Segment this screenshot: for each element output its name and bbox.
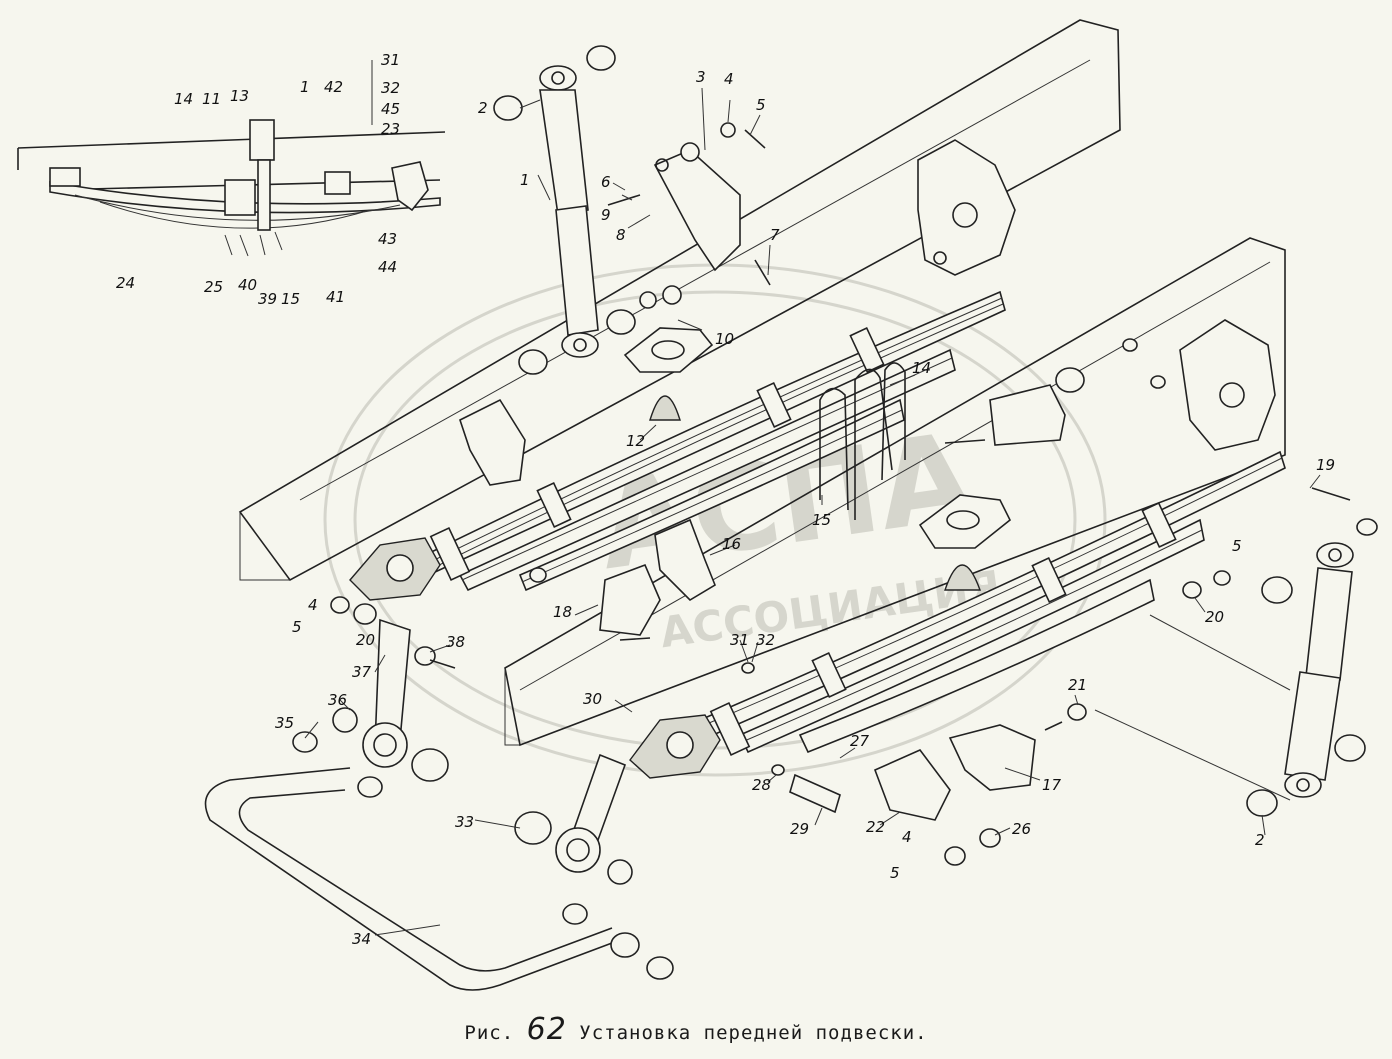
inset-callout-41: 41 bbox=[326, 288, 345, 306]
callout-1: 1 bbox=[520, 171, 530, 189]
leaf-spring-right bbox=[699, 450, 1286, 757]
callout-8: 8 bbox=[616, 226, 626, 244]
shock-bracket-upper bbox=[607, 122, 771, 286]
callout-5-left: 5 bbox=[292, 618, 302, 636]
front-spring-brackets bbox=[349, 398, 721, 779]
inset-callout-1: 1 bbox=[300, 78, 310, 96]
inset-callout-42: 42 bbox=[324, 78, 343, 96]
inset-callout-31: 31 bbox=[381, 51, 400, 69]
callout-33: 33 bbox=[455, 813, 474, 831]
callout-16: 16 bbox=[722, 535, 741, 553]
callout-35: 35 bbox=[275, 714, 294, 732]
main-callouts: 1 2 2 3 4 4 4 5 5 5 5 6 7 8 9 10 12 14 1… bbox=[275, 68, 1335, 948]
callout-4-left: 4 bbox=[308, 596, 318, 614]
callout-9: 9 bbox=[601, 206, 611, 224]
shock-absorber-left bbox=[493, 45, 682, 375]
inset-callouts: 14 11 13 1 42 31 32 45 23 24 25 40 39 15… bbox=[116, 51, 400, 308]
caption-prefix: Рис. bbox=[464, 1022, 515, 1044]
callout-6: 6 bbox=[601, 173, 611, 191]
inset-callout-24: 24 bbox=[116, 274, 135, 292]
inset-callout-23: 23 bbox=[381, 120, 400, 138]
caption-title: Установка передней подвески. bbox=[579, 1022, 928, 1044]
callout-21: 21 bbox=[1068, 676, 1087, 694]
shock-absorber-right bbox=[1246, 518, 1378, 817]
callout-5-top: 5 bbox=[756, 96, 766, 114]
caption-number: 62 bbox=[526, 1012, 567, 1047]
callout-15: 15 bbox=[812, 511, 831, 529]
callout-12: 12 bbox=[626, 432, 645, 450]
callout-22: 22 bbox=[866, 818, 885, 836]
callout-30: 30 bbox=[583, 690, 602, 708]
callout-5-bottom: 5 bbox=[890, 864, 900, 882]
callout-4-bottom: 4 bbox=[902, 828, 912, 846]
inset-callout-14: 14 bbox=[174, 90, 193, 108]
callout-14: 14 bbox=[912, 359, 931, 377]
leader-lines bbox=[304, 87, 1321, 936]
callout-37: 37 bbox=[352, 663, 372, 681]
stabilizer-assembly bbox=[204, 618, 674, 991]
inset-callout-11: 11 bbox=[202, 90, 221, 108]
callout-18: 18 bbox=[553, 603, 572, 621]
callout-38: 38 bbox=[446, 633, 465, 651]
inset-callout-45: 45 bbox=[381, 100, 400, 118]
callout-28: 28 bbox=[752, 776, 771, 794]
figure-caption: Рис. 62 Установка передней подвески. bbox=[0, 1012, 1392, 1047]
callout-32: 32 bbox=[756, 631, 775, 649]
inset-overview bbox=[17, 60, 446, 257]
inset-callout-43: 43 bbox=[378, 230, 397, 248]
callout-36: 36 bbox=[328, 691, 347, 709]
callout-31: 31 bbox=[730, 631, 749, 649]
callout-7: 7 bbox=[770, 226, 780, 244]
bump-stops bbox=[623, 327, 1012, 591]
callout-2-top: 2 bbox=[478, 99, 488, 117]
callout-4-top: 4 bbox=[724, 70, 734, 88]
callout-26: 26 bbox=[1012, 820, 1031, 838]
inset-callout-15: 15 bbox=[281, 290, 300, 308]
callout-20-right: 20 bbox=[1205, 608, 1224, 626]
callout-19: 19 bbox=[1316, 456, 1335, 474]
callout-2-bottom: 2 bbox=[1255, 831, 1265, 849]
inset-callout-13: 13 bbox=[230, 87, 249, 105]
callout-27: 27 bbox=[850, 732, 870, 750]
callout-3: 3 bbox=[696, 68, 706, 86]
leaf-spring-left bbox=[413, 290, 1006, 592]
inset-callout-25: 25 bbox=[204, 278, 223, 296]
rear-brackets bbox=[917, 139, 1276, 451]
inset-callout-32: 32 bbox=[381, 79, 400, 97]
inset-callout-39: 39 bbox=[258, 290, 277, 308]
callout-20-left: 20 bbox=[356, 631, 375, 649]
callout-10: 10 bbox=[715, 330, 734, 348]
callout-5-right: 5 bbox=[1232, 537, 1242, 555]
callout-34: 34 bbox=[352, 930, 371, 948]
inset-callout-44: 44 bbox=[378, 258, 397, 276]
u-bolts bbox=[819, 362, 1085, 520]
inset-callout-40: 40 bbox=[238, 276, 257, 294]
callout-29: 29 bbox=[790, 820, 809, 838]
callout-17: 17 bbox=[1042, 776, 1062, 794]
